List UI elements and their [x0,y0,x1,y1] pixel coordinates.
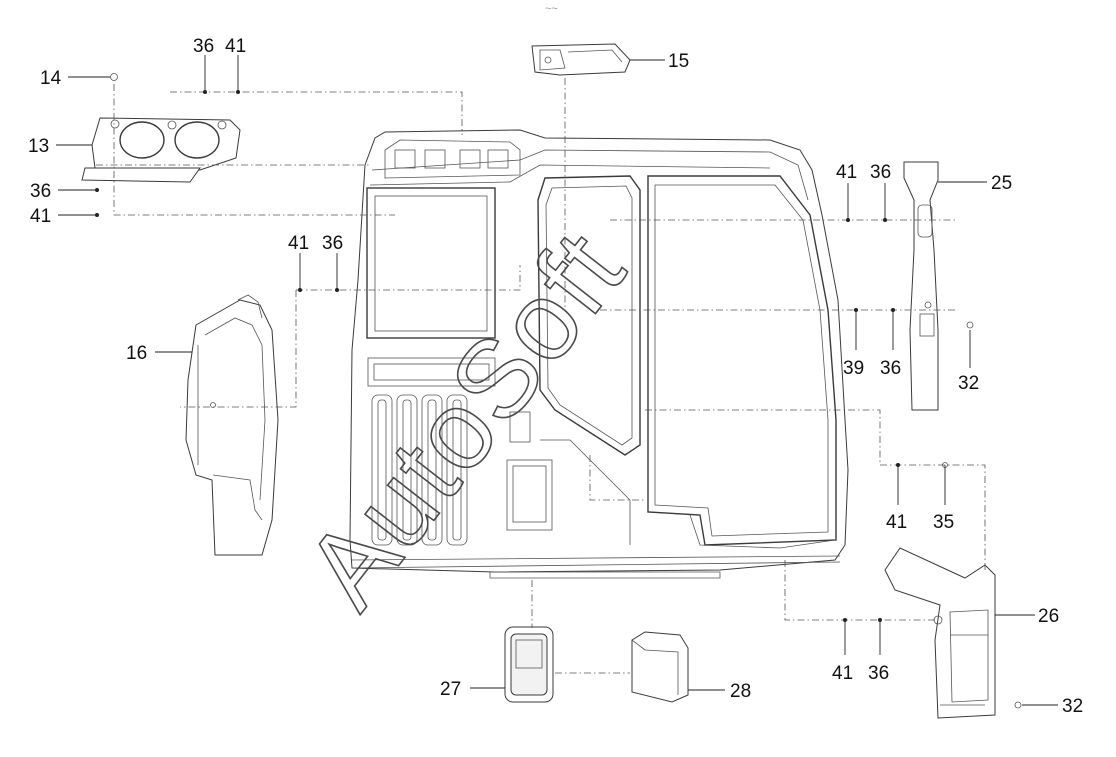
callout-36-lower-right: 36 [880,358,901,379]
part-13-roof-module [81,117,241,183]
callout-13: 13 [28,136,49,157]
callout-15: 15 [668,51,689,72]
callout-36-top: 36 [193,36,214,57]
callout-36-left: 36 [30,181,51,202]
callout-41-mid: 41 [288,233,309,254]
part-27-panel [504,626,554,703]
callout-41-left: 41 [30,206,51,227]
part-26-lower-trim [884,547,996,719]
rear-window-frame [366,187,496,339]
callout-41-bottom: 41 [832,663,853,684]
cab-frame [349,129,849,579]
header-mark: ~~ [545,3,558,15]
assembly-lines [96,78,986,674]
callout-32-upper: 32 [958,373,979,394]
callout-27: 27 [440,679,461,700]
callout-41-top: 41 [225,36,246,57]
part-14-clip [110,73,118,81]
part-15-bracket [531,43,631,76]
callout-14: 14 [40,68,62,89]
callout-35: 35 [933,512,954,533]
callout-41-lower: 41 [886,512,907,533]
callout-32-lower: 32 [1062,696,1083,717]
callout-28: 28 [730,681,751,702]
callout-25: 25 [991,173,1012,194]
callout-numbers: 14 13 36 41 36 41 15 16 41 36 41 36 25 3… [28,36,1083,717]
callout-39: 39 [843,358,864,379]
part-16-pillar-trim [185,294,279,556]
callout-41-right: 41 [836,162,857,183]
callout-16: 16 [126,343,147,364]
callout-36-mid: 36 [322,233,343,254]
callout-26: 26 [1038,606,1059,627]
part-25-pillar-trim [903,161,939,411]
part-28-block [631,631,689,703]
callout-36-bottom: 36 [868,663,889,684]
callout-leaders [56,55,1058,706]
callout-36-right: 36 [870,162,891,183]
